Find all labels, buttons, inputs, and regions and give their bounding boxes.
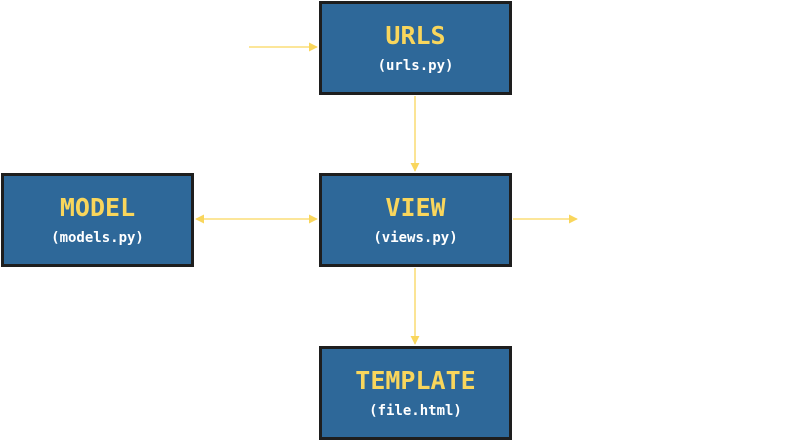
template-node-file: (file.html) — [369, 403, 462, 419]
template-node-title: TEMPLATE — [355, 366, 476, 395]
model-node: MODEL (models.py) — [1, 173, 194, 267]
urls-node-title: URLS — [385, 21, 446, 50]
model-node-title: MODEL — [59, 193, 136, 222]
urls-node-file: (urls.py) — [377, 58, 454, 74]
view-node: VIEW (views.py) — [319, 173, 512, 267]
view-node-file: (views.py) — [373, 230, 458, 246]
view-node-title: VIEW — [385, 193, 446, 222]
template-node: TEMPLATE (file.html) — [319, 346, 512, 440]
urls-node: URLS (urls.py) — [319, 1, 512, 95]
model-node-file: (models.py) — [51, 230, 144, 246]
